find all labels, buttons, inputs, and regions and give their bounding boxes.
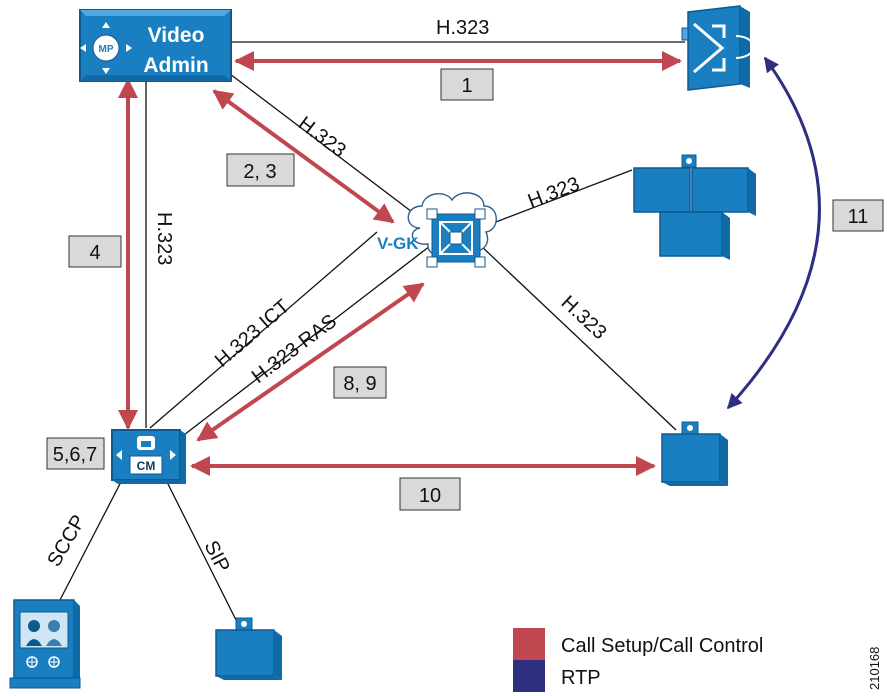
- step-box-11: 11: [832, 199, 884, 232]
- label-cm-sccp: SCCP: [43, 511, 90, 570]
- label-admin-cm: H.323: [153, 212, 175, 265]
- label-gk-endpoint-top: H.323: [525, 173, 583, 213]
- legend-swatch-call-setup: [513, 628, 545, 660]
- call-setup-arrows: [118, 51, 682, 476]
- gatekeeper-label: V-GK: [377, 234, 419, 253]
- callmanager-label: CM: [137, 459, 156, 473]
- legend: Call Setup/Call Control RTP: [513, 628, 763, 692]
- video-admin-line2: Admin: [143, 54, 208, 77]
- mcu-switch-icon[interactable]: [681, 5, 755, 91]
- line-cm-sccp: [59, 479, 123, 601]
- line-gk-endpoint-top: [487, 169, 633, 226]
- svg-text:8, 9: 8, 9: [343, 373, 376, 395]
- legend-swatch-rtp: [513, 660, 545, 692]
- svg-text:2, 3: 2, 3: [243, 161, 276, 183]
- sccp-video-phone-icon[interactable]: [9, 599, 81, 689]
- sip-video-endpoint-icon[interactable]: [215, 617, 282, 680]
- svg-text:11: 11: [848, 206, 869, 228]
- legend-item-call-setup: Call Setup/Call Control: [513, 628, 763, 660]
- callmanager-device[interactable]: CM: [111, 429, 186, 484]
- legend-label-rtp: RTP: [561, 667, 601, 689]
- svg-text:4: 4: [89, 242, 100, 264]
- arrow-step-8-9: [196, 282, 425, 442]
- svg-text:5,6,7: 5,6,7: [53, 444, 97, 466]
- step-box-4: 4: [68, 235, 122, 268]
- label-admin-mcu: H.323: [436, 17, 489, 39]
- line-gk-endpoint-bottom: [479, 244, 677, 431]
- svg-text:10: 10: [419, 485, 441, 507]
- video-admin-line1: Video: [148, 24, 205, 47]
- svg-text:1: 1: [461, 75, 472, 97]
- step-box-8-9: 8, 9: [333, 366, 387, 399]
- step-box-1: 1: [440, 68, 494, 101]
- mp-icon: MP: [80, 22, 132, 74]
- label-gk-endpoint-bottom: H.323: [557, 292, 611, 344]
- legend-item-rtp: RTP: [513, 660, 601, 692]
- phone-icon: [137, 436, 155, 450]
- mp-label: MP: [99, 44, 114, 55]
- gatekeeper-device[interactable]: V-GK: [377, 192, 497, 268]
- video-endpoint-single-icon[interactable]: [661, 421, 728, 486]
- video-endpoint-dual-icon[interactable]: [633, 154, 756, 260]
- arrow-step-2-3: [212, 89, 395, 224]
- arrow-step-11: [726, 56, 821, 410]
- video-admin-device[interactable]: MP Video Admin: [79, 9, 232, 82]
- legend-label-call-setup: Call Setup/Call Control: [561, 635, 763, 657]
- figure-id: 210168: [867, 647, 882, 690]
- step-boxes: 1 2, 3 4 5,6,7 8, 9 10 11: [46, 68, 884, 511]
- line-cm-sip: [165, 479, 237, 621]
- step-box-10: 10: [399, 477, 461, 511]
- step-box-2-3: 2, 3: [226, 153, 295, 187]
- label-cm-sip: SIP: [200, 537, 234, 576]
- step-box-5-6-7: 5,6,7: [46, 437, 105, 470]
